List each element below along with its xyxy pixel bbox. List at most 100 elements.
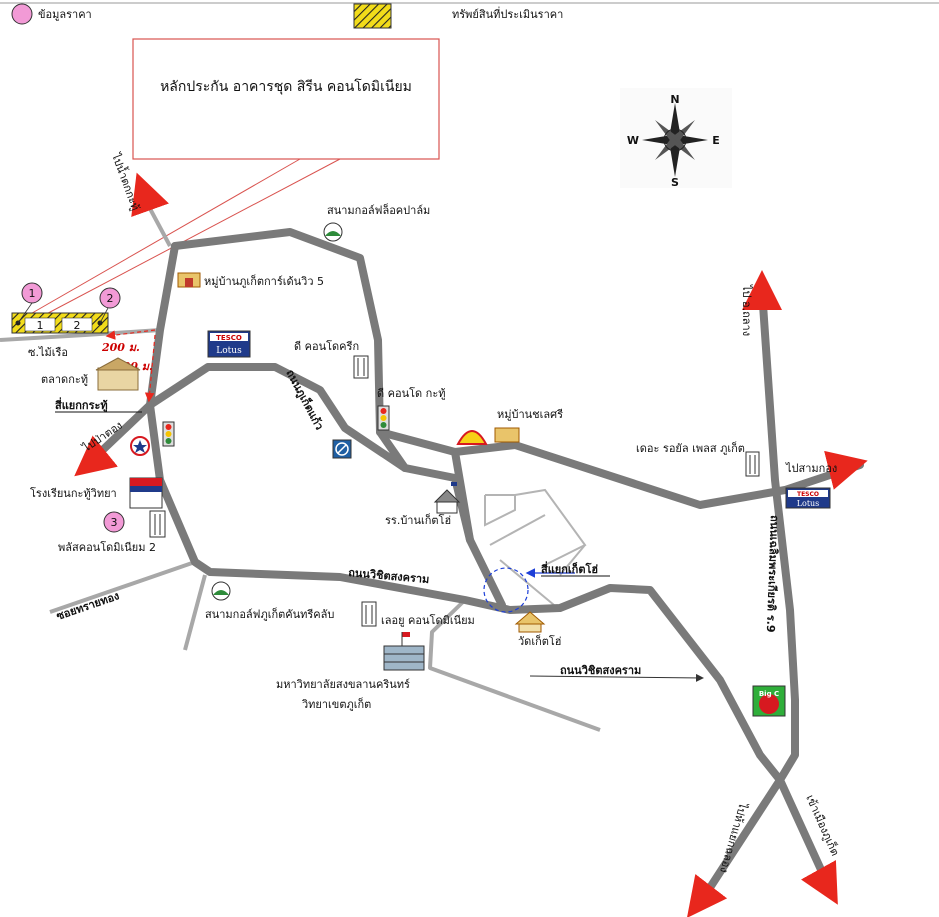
golf-green-icon: [325, 231, 341, 236]
traffic-light-d-condo-amber: [380, 415, 387, 421]
label-wichit-songkhram-2: ถนนวิชิตสงคราม: [560, 664, 641, 677]
label-golf-loch-palm: สนามกอล์ฟล็อคปาล์ม: [327, 203, 430, 217]
plus-condo-building-icon: [149, 510, 166, 538]
appraised-property-legend-icon: [353, 3, 392, 29]
connector-road: [376, 428, 409, 472]
parcel-1: [24, 317, 56, 332]
price-marker-3-label: 3: [111, 516, 118, 529]
price-marker-3: [103, 511, 125, 533]
parcel-2: [61, 317, 93, 332]
compass-rose: N S E W: [620, 88, 732, 189]
label-ket-ho-intersection: สี่แยกเก็ตโฮ่: [541, 561, 599, 576]
traffic-light-kathu-green: [165, 438, 172, 444]
compass-e: E: [712, 134, 720, 147]
compass-sw-icon: [655, 137, 678, 160]
marker-2-leader: [99, 307, 109, 324]
tesco-lotus-kathu-band: [210, 333, 248, 341]
ban-ket-ho-school-icon: [436, 501, 458, 514]
parcel-2-label: 2: [74, 319, 81, 332]
soi-block-c: [489, 514, 546, 546]
the-base-condo-building-icon: [361, 601, 377, 627]
label-the-base-condo: เลอยู คอนโดมิเนียม: [381, 613, 475, 627]
label-soi-mai-rue: ซ.ไม้เรือ: [28, 346, 68, 359]
village-roof-icon: [185, 278, 193, 287]
callout-line-a: [19, 158, 301, 321]
traffic-light-d-condo-green: [380, 422, 387, 428]
sai-thong-road: [49, 560, 196, 614]
label-to-sam-kong: ไปสามกอง: [785, 462, 837, 475]
psu-building-icon: [383, 645, 425, 671]
distance-arrow-200: [105, 329, 156, 340]
label-d-condo-kathu: ดี คอนโด กะทู้: [377, 386, 446, 400]
wichit-songkhram-pointer-arrow-icon: [529, 673, 704, 682]
arrow-to-chalong-icon: [686, 874, 728, 917]
label-chalerm-road: ถนนเฉลิมพระเกียรติ ร.9: [764, 515, 781, 633]
big-c-icon: Big C: [752, 685, 786, 717]
arrow-to-phuket-town-icon: [800, 860, 838, 905]
ket-ho-intersection-circle: [483, 567, 529, 613]
label-kathu-school: โรงเรียนกะทู้วิทยา: [30, 486, 117, 500]
royal-place-building-icon: [745, 451, 760, 477]
psu-flag-icon: [402, 632, 410, 637]
distance-200-label: 200 ม.: [101, 341, 140, 354]
compass-s: S: [671, 176, 679, 189]
arrow-to-sam-kong-icon: [824, 450, 868, 490]
tesco-lotus-kathu-icon: TESCO Lotus: [207, 330, 251, 358]
wat-ket-ho-icon: [518, 623, 542, 633]
traffic-light-d-condo-red: [380, 408, 387, 414]
label-ban-ket-ho-school: รร.บ้านเก็ตโฮ่: [385, 513, 451, 527]
label-psu-line2: วิทยาเขตภูเก็ต: [301, 697, 371, 711]
road-exit-arrows: [74, 172, 868, 917]
label-plus-condo: พลัสคอนโดมิเนียม 2: [58, 540, 156, 554]
tesco-lotus-kathu-top: TESCO: [216, 334, 242, 342]
traffic-light-kathu-red: [165, 424, 172, 430]
title-box: [132, 38, 440, 160]
label-kathu-market: ตลาดกะทู้: [41, 373, 88, 386]
label-phuket-kaew-road: ถนนภูเก็ตแก้ว: [282, 367, 326, 433]
legend-appraised-property-label: ทรัพย์สินที่ประเมินราคา: [452, 6, 563, 21]
soi-mai-rue-road: [0, 328, 161, 342]
kathu-loop-road: [171, 228, 864, 509]
soi-block-b: [514, 488, 587, 566]
price-marker-2: [99, 287, 121, 309]
legend: ข้อมูลราคา ทรัพย์สินที่ประเมินราคา: [11, 3, 563, 29]
legend-price-data-label: ข้อมูลราคา: [38, 8, 92, 21]
appraised-property: 1 2: [11, 302, 109, 334]
arrow-to-patong-icon: [74, 435, 118, 477]
label-garden-view-village: หมู่บ้านภูเก็ตการ์เด้นวิว 5: [204, 274, 324, 288]
tesco-lotus-right-band: [788, 490, 828, 497]
golf-country-club-green-icon: [213, 590, 229, 595]
label-psu-line1: มหาวิทยาลัยสงขลานครินทร์: [276, 678, 410, 691]
price-data-legend-icon: [11, 3, 33, 25]
label-royal-place: เดอะ รอยัล เพลส ภูเก็ต: [636, 441, 745, 455]
callout-line-b: [34, 158, 341, 321]
wat-ket-ho-roof-icon: [514, 611, 546, 625]
traffic-light-kathu-amber: [165, 431, 172, 437]
big-c-circle-icon: [759, 694, 779, 714]
soi-block-d: [559, 544, 586, 576]
label-golf-country-club: สนามกอล์ฟภูเก็ตคันทรีคลับ: [205, 607, 334, 621]
distance-arrow-300: [144, 334, 156, 403]
tesco-lotus-kathu-bottom: Lotus: [216, 346, 242, 356]
compass-w: W: [627, 134, 639, 147]
spur-road-a: [183, 574, 207, 651]
marker-1-leader: [17, 302, 33, 324]
tesco-lotus-right-top: TESCO: [797, 491, 819, 498]
compass-n: N: [670, 93, 679, 106]
kathu-market-roof-icon: [95, 357, 141, 371]
arrow-to-waterfall-icon: [131, 172, 169, 217]
minor-soi-network: [484, 488, 587, 611]
kathu-school-flag-band-2: [130, 486, 162, 492]
ket-ho-link-road: [451, 448, 474, 544]
road-sign-slash-icon: [337, 444, 347, 454]
price-marker-1: [21, 282, 43, 304]
price-data-markers: 1 2 3: [21, 282, 125, 533]
label-to-thalang: ไป อ.ถลาง: [740, 284, 753, 336]
d-condo-creek-building-icon: [353, 355, 369, 379]
shell-station-icon: [456, 430, 488, 445]
village-chalee-icon: [494, 427, 520, 443]
psu-access-road: [428, 598, 601, 732]
parcel-1-label: 1: [37, 319, 44, 332]
big-c-text: Big C: [759, 690, 779, 698]
